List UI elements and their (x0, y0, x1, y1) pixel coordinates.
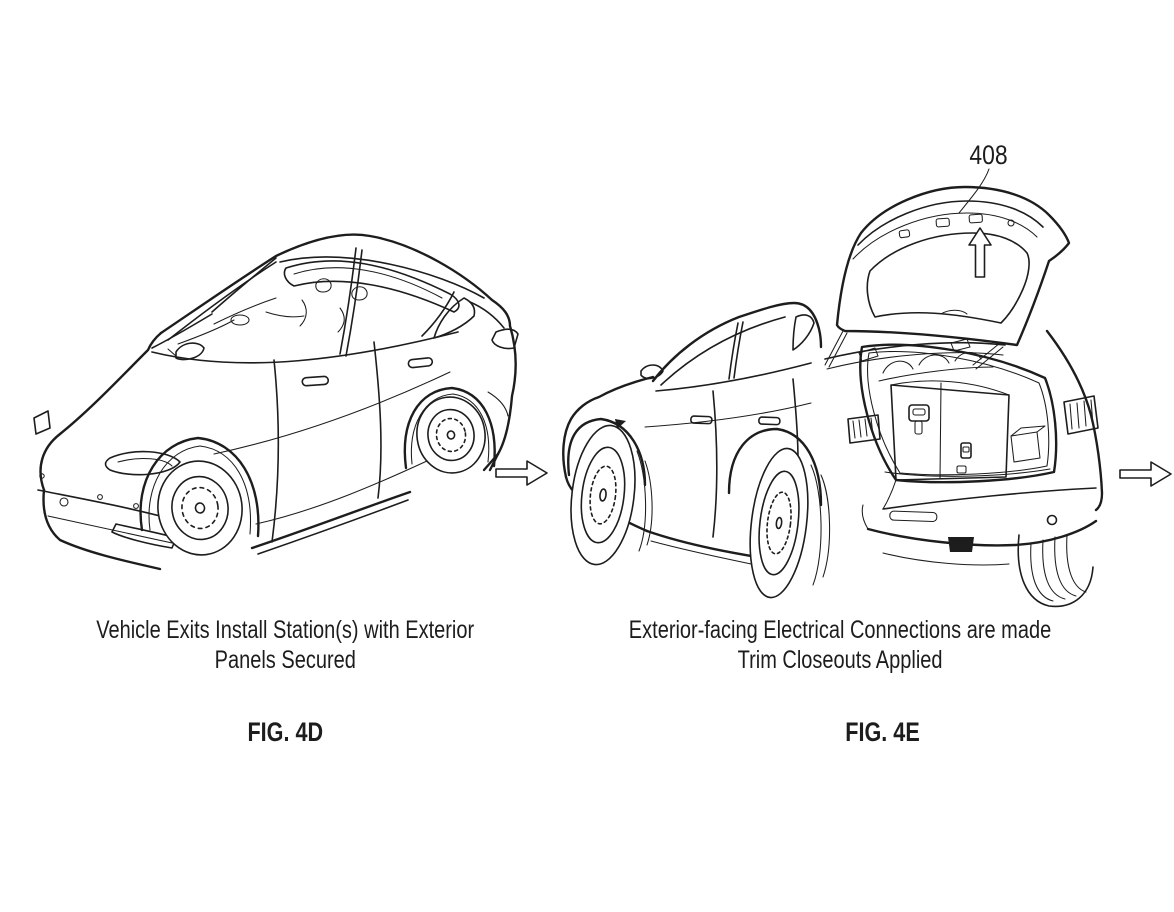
seat-latch-handle (909, 405, 929, 434)
doors (214, 342, 450, 542)
up-arrow-icon (969, 228, 991, 277)
trunk-aperture (860, 345, 1056, 482)
fig-4d-car-drawing (18, 192, 550, 604)
folded-rear-seats (891, 381, 1045, 480)
bumper-reflector (890, 511, 937, 522)
rear-wheel (412, 393, 490, 478)
roof-header (825, 339, 1005, 369)
flow-arrow-icon (494, 456, 550, 490)
cargo-side-trim (1011, 426, 1045, 462)
rear-door-handle (408, 357, 433, 367)
fig-4d-label: FIG. 4D (20, 717, 550, 748)
bumper-sensor (1048, 516, 1057, 525)
reference-number-408: 408 (961, 140, 1017, 171)
liftgate-open (825, 187, 1069, 369)
fig-4e-car-drawing (553, 133, 1174, 615)
taillight-right (1064, 396, 1098, 434)
rear-left-wheel (743, 445, 816, 601)
glass-roof (284, 261, 459, 312)
seat-latch-small (961, 443, 971, 458)
quarter-window (793, 315, 814, 350)
headlight (34, 411, 180, 475)
callout-leader-line (959, 169, 989, 213)
rear-right-wheel (1018, 535, 1093, 606)
interior-seats (214, 279, 367, 332)
parking-sensor (134, 504, 139, 509)
parking-sensor (98, 495, 103, 500)
rear-bumper (862, 480, 1096, 565)
rear-door-handle (759, 417, 780, 425)
windshield (152, 258, 276, 348)
liftgate-window-aperture (867, 233, 1029, 323)
front-tire-tread (637, 451, 652, 551)
fig-4e-caption: Exterior-facing Electrical Connections a… (553, 615, 1128, 675)
fig-4d-caption: Vehicle Exits Install Station(s) with Ex… (20, 615, 550, 675)
tow-hook-cover (60, 498, 68, 506)
side-glass (641, 315, 814, 391)
diffuser-notch (948, 537, 974, 552)
far-headlight (34, 411, 50, 434)
fig-4e-label: FIG. 4E (770, 717, 996, 748)
liftgate-striker (957, 466, 966, 473)
front-left-wheel (564, 422, 643, 569)
front-door-handle (302, 376, 328, 386)
quarter-window (434, 298, 475, 338)
flow-arrow-icon (1118, 457, 1174, 491)
